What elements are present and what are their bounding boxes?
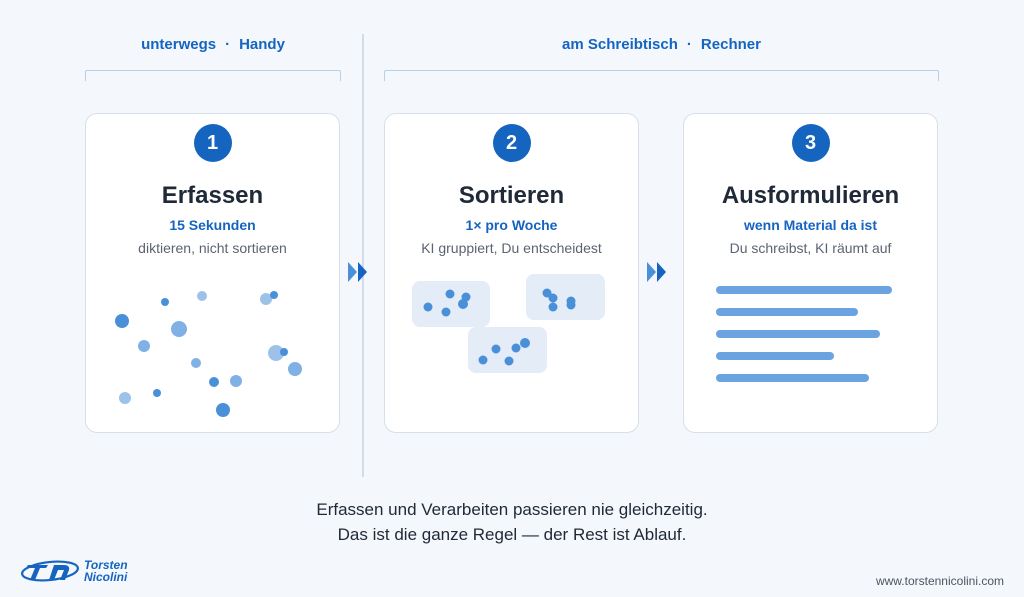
- dot: [119, 392, 131, 404]
- dot: [548, 302, 558, 312]
- text-line: [716, 374, 869, 382]
- dot: [153, 389, 161, 397]
- text-line: [716, 308, 858, 316]
- step-title: Erfassen: [161, 182, 264, 209]
- dot: [504, 356, 514, 366]
- context-divider: [362, 34, 364, 477]
- dot: [230, 375, 242, 387]
- dot: [260, 293, 272, 305]
- step-number-badge: 2: [492, 124, 531, 162]
- dot: [491, 344, 501, 354]
- step-title: Ausformulieren: [721, 182, 900, 209]
- step-highlight: wenn Material da ist: [743, 217, 878, 233]
- website-url: www.torstennicolini.com: [875, 574, 1004, 588]
- dot: [511, 343, 521, 353]
- step-number-badge: 1: [193, 124, 232, 162]
- double-chevron-right-icon: [348, 262, 367, 282]
- text-lines-illustration: [716, 286, 892, 382]
- group-label-desk-place: am Schreibtisch: [562, 36, 678, 53]
- step-highlight: 1× pro Woche: [465, 217, 558, 233]
- step-description: diktieren, nicht sortieren: [138, 240, 287, 256]
- dot: [566, 296, 576, 306]
- dot: [268, 345, 284, 361]
- step-number-badge: 3: [791, 124, 830, 162]
- brand-name-first: Torsten: [84, 558, 128, 572]
- dot: [138, 340, 150, 352]
- text-line: [716, 286, 892, 294]
- text-line: [716, 330, 880, 338]
- dot: [288, 362, 302, 376]
- dot: [423, 302, 433, 312]
- dot: [197, 291, 207, 301]
- brand-name-last: Nicolini: [84, 570, 128, 584]
- caption-line-1: Erfassen und Verarbeiten passieren nie g…: [316, 500, 708, 519]
- bracket-desk: [384, 70, 939, 81]
- group-label-mobile: unterwegs · Handy: [85, 36, 341, 53]
- group-label-desk-device: Rechner: [700, 36, 761, 53]
- double-chevron-right-icon: [647, 262, 666, 282]
- dot: [280, 348, 288, 356]
- separator-dot: ·: [686, 36, 692, 53]
- text-line: [716, 352, 834, 360]
- dot: [191, 358, 201, 368]
- dot: [115, 314, 129, 328]
- dot: [542, 288, 552, 298]
- step-card-sort: 2 Sortieren 1× pro Woche KI gruppiert, D…: [384, 113, 639, 433]
- dot: [171, 321, 187, 337]
- dot: [566, 300, 576, 310]
- brand-name: Torsten Nicolini: [84, 559, 128, 583]
- step-title: Sortieren: [458, 182, 565, 209]
- dot: [458, 299, 468, 309]
- cluster-box: [526, 274, 605, 320]
- brand-logo: Torsten Nicolini: [20, 558, 128, 584]
- dot: [209, 377, 219, 387]
- dot: [216, 403, 230, 417]
- rule-caption: Erfassen und Verarbeiten passieren nie g…: [0, 497, 1024, 547]
- dot: [270, 291, 278, 299]
- step-description: KI gruppiert, Du entscheidest: [421, 240, 602, 256]
- step-card-write: 3 Ausformulieren wenn Material da ist Du…: [683, 113, 938, 433]
- dot: [441, 307, 451, 317]
- step-description: Du schreibst, KI räumt auf: [729, 240, 892, 256]
- step-highlight: 15 Sekunden: [169, 217, 256, 233]
- scattered-dots-illustration: [115, 291, 302, 417]
- step-card-capture: 1 Erfassen 15 Sekunden diktieren, nicht …: [85, 113, 340, 433]
- tn-logo-icon: [21, 560, 79, 582]
- bracket-mobile: [85, 70, 341, 81]
- caption-line-2: Das ist die ganze Regel — der Rest ist A…: [337, 525, 687, 544]
- dot: [520, 338, 530, 348]
- clustered-dots-illustration: [412, 274, 605, 373]
- dot: [161, 298, 169, 306]
- group-label-desk: am Schreibtisch · Rechner: [384, 36, 939, 53]
- cluster-box: [468, 327, 547, 373]
- separator-dot: ·: [225, 36, 231, 53]
- dot: [461, 292, 471, 302]
- dot: [478, 355, 488, 365]
- dot: [445, 289, 455, 299]
- dot: [548, 293, 558, 303]
- group-label-mobile-device: Handy: [239, 36, 285, 53]
- cluster-box: [412, 281, 490, 327]
- group-label-mobile-place: unterwegs: [141, 36, 217, 53]
